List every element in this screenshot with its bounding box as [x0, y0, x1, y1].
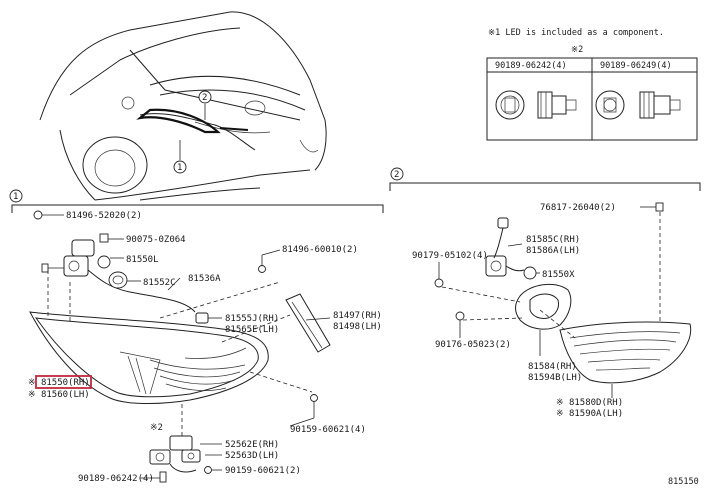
socket-52562E-icon	[149, 435, 222, 473]
section-2-marker: 2	[394, 170, 399, 180]
part-81552C: 81552C	[143, 278, 176, 288]
part-81550L: 81550L	[126, 255, 159, 265]
screw-90159-60621-4-icon	[289, 394, 318, 427]
part-81497: 81497(RH)	[333, 311, 382, 321]
bulb-table-header: ※2	[571, 45, 583, 55]
bulb-table: ※2 90189-06242(4) 90189-06249(4)	[486, 45, 698, 141]
part-81536A: 81536A	[188, 274, 221, 284]
part-90176-05023: 90176-05023(2)	[435, 340, 511, 350]
callout-2-on-car: 2	[198, 90, 212, 120]
part-81584: 81584(RH)	[528, 362, 577, 372]
grommet-81552C-icon	[108, 271, 141, 289]
callout-1-on-car: 1	[173, 140, 187, 174]
part-81496-52020: 81496-52020(2)	[66, 211, 142, 221]
led-note: ※1 LED is included as a component.	[488, 28, 664, 38]
socket-81585C-icon	[485, 217, 525, 277]
section-1-frame: 1	[9, 189, 384, 213]
tail-lamp-81550-icon	[29, 311, 269, 404]
car-rear-illustration	[39, 11, 327, 201]
callout-1-label: 1	[177, 163, 182, 173]
bulb-col-2: 90189-06249(4)	[600, 61, 672, 71]
part-90075-0Z064: 90075-0Z064	[126, 235, 186, 245]
part-81498: 81498(LH)	[333, 322, 382, 332]
bulb-col-1: 90189-06242(4)	[495, 61, 567, 71]
part-90179-05102: 90179-05102(4)	[412, 251, 488, 261]
screw-90176-05023-icon	[455, 311, 465, 338]
screw-90159-60621-2-icon	[204, 466, 222, 474]
screw-90179-05102-icon	[434, 262, 444, 288]
bulb-90189-06242-icon	[140, 471, 167, 483]
part-81585C: 81585C(RH)	[526, 235, 580, 245]
part-81594B: 81594B(LH)	[528, 373, 582, 383]
clip-90075-0Z064-icon	[99, 233, 124, 243]
section-1-marker: 1	[13, 192, 18, 202]
socket-wire-81550L-icon	[41, 239, 196, 313]
part-81550: ※ 81550(RH)	[28, 378, 90, 388]
screw-76817-26040-icon	[640, 202, 664, 212]
bulb-socket-1-icon	[495, 90, 577, 120]
back-lamp-81580D-icon	[559, 321, 692, 398]
footer-code: 815150	[668, 477, 699, 487]
part-81580D: ※ 81580D(RH)	[556, 398, 623, 408]
part-81496-60010: 81496-60010(2)	[282, 245, 358, 255]
part-81565E: 81565E(LH)	[225, 325, 279, 335]
part-90159-60621-4: 90159-60621(4)	[290, 425, 366, 435]
note-2-bottom: ※2	[150, 423, 163, 433]
gasket-81584-icon	[515, 283, 572, 356]
part-76817-26040: 76817-26040(2)	[540, 203, 616, 213]
part-90189-06242-4: 90189-06242(4)	[78, 474, 154, 484]
selected-part-highlight	[35, 375, 92, 389]
part-81586A: 81586A(LH)	[526, 246, 580, 256]
grommet-81550X-icon	[523, 266, 540, 280]
screw-81496-52020-icon	[33, 210, 64, 220]
part-52563D: 52563D(LH)	[225, 451, 279, 461]
connector-81555J-icon	[195, 312, 222, 324]
screw-81496-60010-icon	[258, 255, 266, 273]
section-2-frame: 2	[389, 167, 701, 191]
part-90159-60621-2: 90159-60621(2)	[225, 466, 301, 476]
part-81550X: 81550X	[542, 270, 575, 280]
part-81590A: ※ 81590A(LH)	[556, 409, 623, 419]
bracket-81497-icon	[285, 293, 331, 353]
part-81560: ※ 81560(LH)	[28, 390, 90, 400]
part-52562E: 52562E(RH)	[225, 440, 279, 450]
bulb-socket-2-icon	[595, 90, 681, 120]
part-81555J: 81555J(RH)	[225, 314, 279, 324]
callout-2-label: 2	[202, 93, 207, 103]
